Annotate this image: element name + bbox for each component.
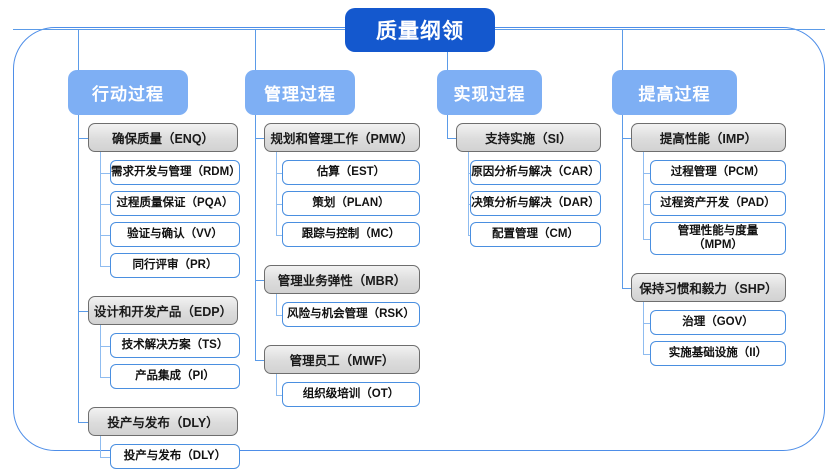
group-child-spine-mwf [276,374,278,395]
leaf-stub [100,203,110,205]
group-stub-pmw [255,137,264,139]
group-stub-si [447,137,456,139]
leaf-stub [643,353,650,355]
trunk-drop-action-process [78,29,80,70]
group-child-spine-pmw [276,152,278,235]
trunk-line-right [493,29,825,31]
leaf-stub [100,172,110,174]
group-box-enq[interactable]: 确保质量（ENQ） [88,123,238,152]
leaf-stub [468,234,470,236]
leaf-box[interactable]: 风险与机会管理（RSK） [282,302,420,327]
leaf-box[interactable]: 原因分析与解决（CAR） [470,160,601,185]
leaf-box[interactable]: 决策分析与解决（DAR） [470,191,601,216]
group-stub-enq [78,137,88,139]
group-child-spine-imp [643,152,645,239]
column-header-improvement-process: 提高过程 [612,70,737,115]
diagram-title: 质量纲领 [345,8,495,52]
leaf-box[interactable]: 跟踪与控制（MC） [282,222,420,247]
leaf-stub [100,376,110,378]
leaf-box[interactable]: 策划（PLAN） [282,191,420,216]
leaf-stub [276,394,282,396]
leaf-box[interactable]: 管理性能与度量（MPM） [650,222,786,255]
group-stub-imp [622,137,631,139]
leaf-stub [100,456,110,458]
column-spine-management-process [255,115,257,360]
leaf-stub [643,322,650,324]
group-child-spine-shp [643,302,645,354]
trunk-drop-management-process [255,29,257,70]
leaf-stub [643,238,650,240]
trunk-line-left [13,29,347,31]
group-box-pmw[interactable]: 规划和管理工作（PMW） [264,123,420,152]
leaf-stub [643,203,650,205]
leaf-box[interactable]: 过程质量保证（PQA） [110,191,240,216]
leaf-box[interactable]: 投产与发布（DLY） [110,444,240,469]
column-header-realization-process: 实现过程 [437,70,542,115]
column-header-management-process: 管理过程 [245,70,355,115]
leaf-box[interactable]: 同行评审（PR） [110,253,240,278]
leaf-stub [643,172,650,174]
leaf-stub [100,265,110,267]
leaf-box[interactable]: 需求开发与管理（RDM） [110,160,241,185]
leaf-stub [100,345,110,347]
group-child-spine-si [468,152,470,235]
leaf-box[interactable]: 技术解决方案（TS） [110,333,240,358]
group-box-imp[interactable]: 提高性能（IMP） [631,123,786,152]
group-box-mwf[interactable]: 管理员工（MWF） [264,345,420,374]
leaf-box[interactable]: 组织级培训（OT） [282,382,420,407]
leaf-stub [100,234,110,236]
column-spine-realization-process [447,115,449,138]
leaf-box[interactable]: 治理（GOV） [650,310,786,335]
leaf-box[interactable]: 验证与确认（VV） [110,222,240,247]
group-box-dly[interactable]: 投产与发布（DLY） [88,407,238,436]
leaf-stub [276,203,282,205]
leaf-stub [276,314,282,316]
leaf-box[interactable]: 实施基础设施（II） [650,341,786,366]
group-box-shp[interactable]: 保持习惯和毅力（SHP） [631,273,786,302]
leaf-box[interactable]: 配置管理（CM） [470,222,601,247]
leaf-box[interactable]: 过程资产开发（PAD） [650,191,786,216]
group-box-si[interactable]: 支持实施（SI） [456,123,601,152]
group-stub-dly [78,421,88,423]
group-child-spine-dly [100,436,102,457]
trunk-drop-improvement-process [622,29,624,70]
group-box-edp[interactable]: 设计和开发产品（EDP） [88,296,238,325]
group-stub-shp [622,287,631,289]
group-stub-edp [78,310,88,312]
column-header-action-process: 行动过程 [68,70,188,115]
leaf-stub [276,172,282,174]
group-child-spine-edp [100,325,102,377]
leaf-box[interactable]: 过程管理（PCM） [650,160,786,185]
column-spine-improvement-process [622,115,624,288]
leaf-box[interactable]: 产品集成（PI） [110,364,240,389]
leaf-stub [276,234,282,236]
group-child-spine-enq [100,152,102,266]
group-child-spine-mbr [276,294,278,315]
group-box-mbr[interactable]: 管理业务弹性（MBR） [264,265,420,294]
column-spine-action-process [78,115,80,422]
group-stub-mbr [255,279,264,281]
leaf-box[interactable]: 估算（EST） [282,160,420,185]
group-stub-mwf [255,359,264,361]
